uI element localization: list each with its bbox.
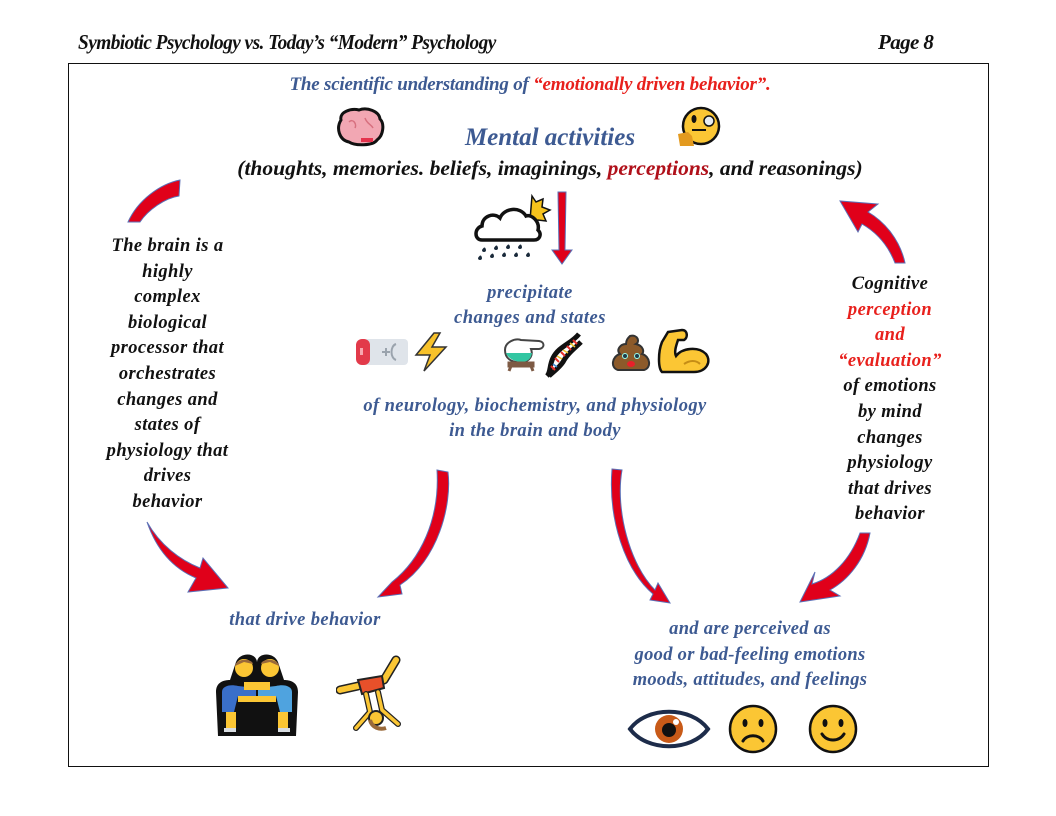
dna-icon [545, 332, 583, 378]
diagram-subtitle: The scientific understanding of “emotion… [140, 74, 920, 96]
right-note-line: changes [857, 427, 923, 448]
smiling-face-icon [808, 704, 858, 754]
left-note-line: biological [127, 312, 208, 333]
lightning-icon [414, 332, 448, 372]
poop-icon [612, 334, 650, 371]
left-note: The brain is a highly complex biological… [85, 234, 250, 516]
perceived-line: moods, attitudes, and feelings [632, 670, 868, 690]
right-note-line: physiology [847, 453, 933, 474]
page-number: Page 8 [878, 30, 934, 54]
mental-list-highlight: perceptions [607, 156, 710, 180]
face-with-monocle-icon [678, 106, 721, 146]
domains-line: of neurology, biochemistry, and physiolo… [363, 396, 707, 416]
eye-icon [627, 709, 711, 749]
wrestlers-icon [216, 654, 298, 736]
domains-line: in the brain and body [449, 421, 621, 441]
flask-icon [503, 338, 545, 372]
diagram-frame [68, 63, 989, 767]
left-note-line: orchestrates [118, 363, 217, 384]
domains-text: of neurology, biochemistry, and physiolo… [300, 394, 770, 444]
mental-list-suffix: , and reasonings) [709, 156, 863, 180]
flexed-biceps-icon [657, 328, 710, 374]
right-note-line: behavior [854, 504, 925, 525]
mental-activities-list: (thoughts, memories. beliefs, imaginings… [140, 156, 960, 181]
left-note-line: drives [143, 466, 192, 487]
right-note-highlight: and [875, 325, 905, 346]
right-note: Cognitive perception and “evaluation” of… [815, 272, 965, 528]
right-note-line: by mind [858, 401, 922, 422]
brain-icon [337, 107, 385, 147]
left-note-line: highly [142, 261, 193, 282]
mental-activities-title: Mental activities [464, 124, 636, 151]
perceived-line: good or bad-feeling emotions [634, 644, 866, 665]
right-note-highlight: perception [847, 299, 933, 320]
left-note-line: changes and [117, 389, 218, 410]
left-note-line: physiology that [106, 440, 229, 461]
cloud-sun-rain-icon [474, 193, 552, 260]
right-note-line: Cognitive [851, 274, 929, 294]
subtitle-prefix: The scientific understanding of [289, 74, 534, 95]
left-note-line: states of [134, 415, 201, 436]
frowning-face-icon [728, 704, 778, 754]
right-note-line: that drives [847, 478, 933, 499]
left-note-line: behavior [132, 491, 203, 512]
left-note-line: processor that [110, 338, 224, 359]
document-title: Symbiotic Psychology vs. Today’s “Modern… [78, 30, 496, 54]
left-note-line: The brain is a [111, 236, 224, 256]
right-note-line: of emotions [843, 376, 937, 397]
perceived-text: and are perceived as good or bad-feeling… [590, 617, 910, 694]
subtitle-highlight: “emotionally driven behavior”. [533, 74, 771, 95]
precipitate-line: precipitate [487, 283, 573, 303]
perceived-line: and are perceived as [669, 619, 831, 639]
battery-icon [356, 339, 408, 365]
left-note-line: complex [134, 287, 201, 308]
precipitate-text: precipitate changes and states [380, 281, 680, 331]
drive-behavior-text: that drive behavior [229, 610, 381, 630]
mental-list-prefix: (thoughts, memories. beliefs, imaginings… [237, 156, 608, 180]
precipitate-line: changes and states [454, 308, 606, 328]
cartwheel-icon [336, 655, 401, 731]
right-note-highlight: “evaluation” [838, 350, 942, 371]
